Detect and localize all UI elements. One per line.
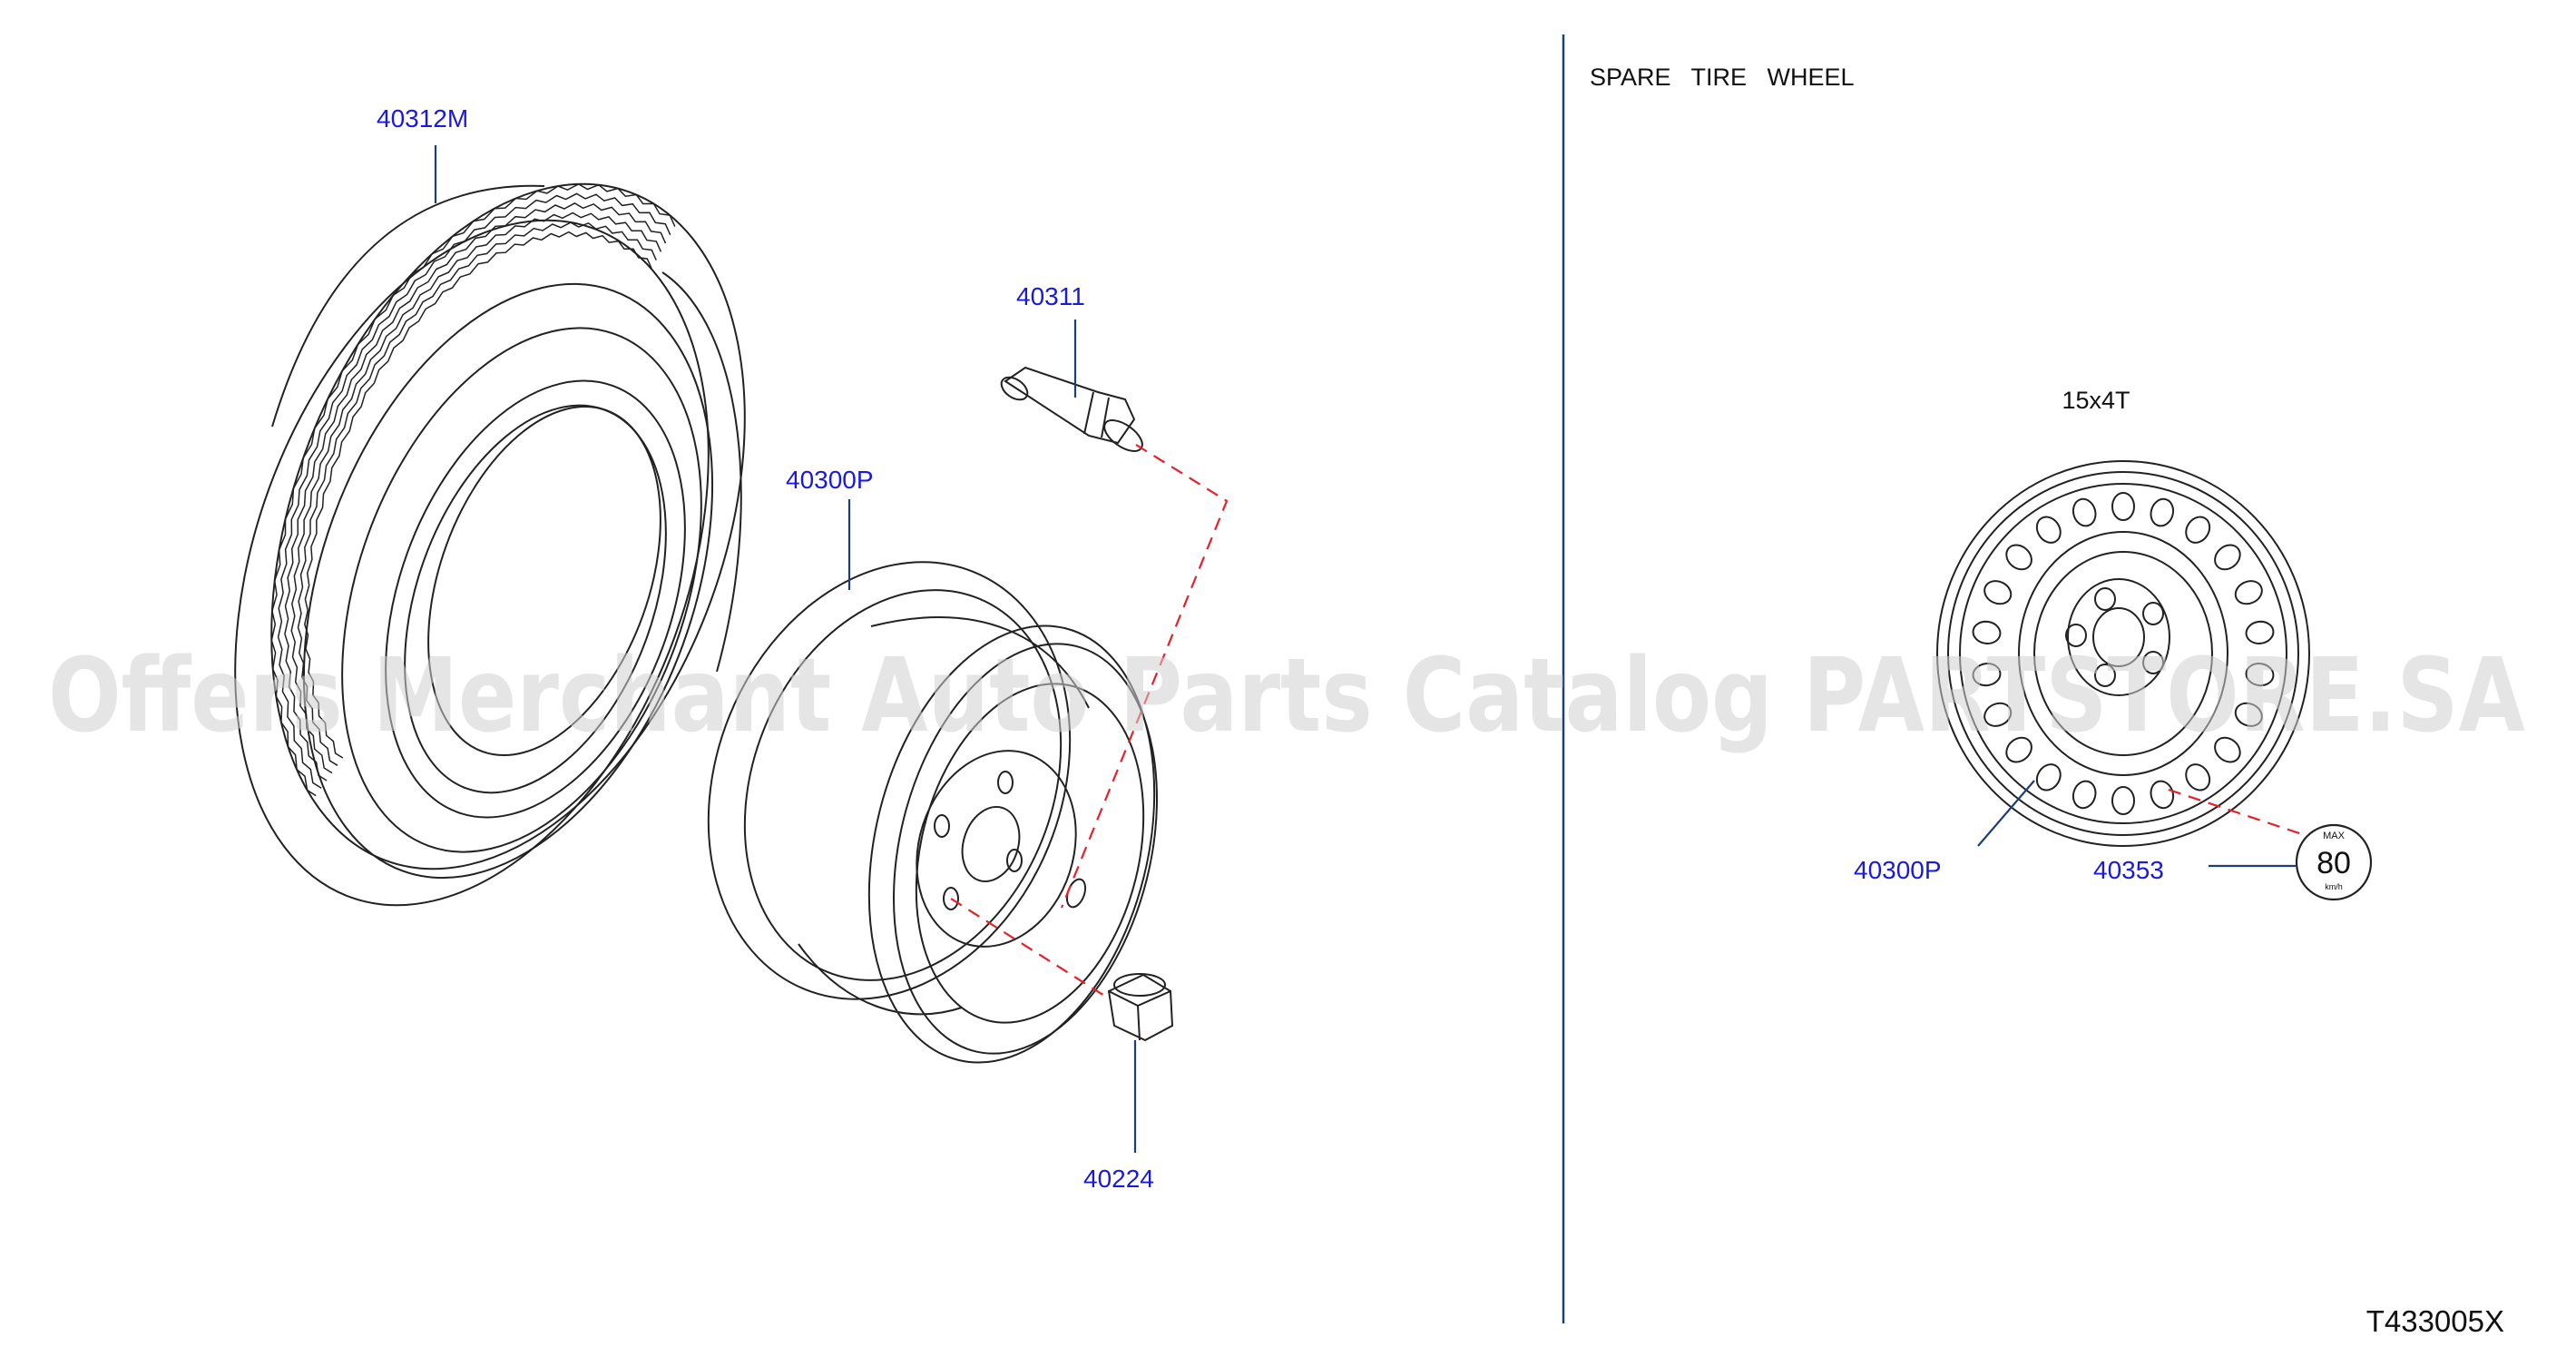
lug-hole xyxy=(2142,602,2164,625)
vent-hole xyxy=(2185,516,2211,544)
vent-hole xyxy=(2234,580,2263,605)
valve-stem-illustration xyxy=(1000,366,1143,452)
tread-zigzag-row xyxy=(290,211,662,774)
vent-hole xyxy=(2111,786,2135,815)
vent-hole xyxy=(2035,516,2062,544)
vent-hole xyxy=(2072,497,2097,527)
sticker-dashed-line xyxy=(2168,788,2306,837)
wheel-nut-illustration xyxy=(1107,973,1174,1042)
lug-hole xyxy=(2094,664,2116,687)
section-title: SPARE TIRE WHEEL xyxy=(1590,64,1855,91)
tread-zigzag-row xyxy=(284,202,667,782)
vent-hole xyxy=(2150,497,2175,527)
tread-zigzag-row xyxy=(297,221,657,766)
vent-hole xyxy=(1972,620,2002,644)
lug-hole xyxy=(2094,587,2116,611)
spare-lug-holes xyxy=(2065,587,2164,687)
vent-hole xyxy=(1983,702,2013,727)
vent-hole xyxy=(2005,544,2032,571)
lug-hole xyxy=(2065,624,2087,647)
vent-hole xyxy=(2245,663,2275,687)
callout-sticker[interactable]: 40353 xyxy=(2093,856,2164,884)
nut-dashed-line xyxy=(950,898,1110,999)
tread-zigzag-row xyxy=(304,231,652,759)
sticker-unit: km/h xyxy=(2325,882,2343,891)
vent-hole xyxy=(1983,580,2013,605)
tread-pattern xyxy=(270,182,676,797)
valve-dashed-line xyxy=(1060,444,1229,909)
vent-hole xyxy=(2185,763,2211,791)
callout-tire[interactable]: 40312M xyxy=(377,104,468,133)
callout-nut[interactable]: 40224 xyxy=(1083,1165,1154,1193)
vent-hole xyxy=(2214,736,2241,763)
vent-hole xyxy=(2035,763,2062,791)
vent-hole xyxy=(1972,663,2002,687)
spare-vent-holes xyxy=(1972,492,2275,815)
spare-wheel-illustration xyxy=(1936,460,2310,847)
callout-valve[interactable]: 40311 xyxy=(1016,282,1085,310)
vent-hole xyxy=(2111,492,2135,521)
vent-hole xyxy=(2234,702,2263,727)
lug-hole xyxy=(2142,651,2164,674)
vent-hole xyxy=(2072,780,2097,810)
tread-zigzag-row xyxy=(277,192,671,789)
sticker-max-label: MAX xyxy=(2323,831,2346,841)
watermark-text: Offers Merchant Auto Parts Catalog PARTS… xyxy=(48,637,2525,755)
vent-hole xyxy=(2214,544,2241,571)
tire-illustration xyxy=(234,182,746,907)
speed-limit-sticker: MAX 80 km/h xyxy=(2295,823,2373,901)
callout-spare-wheel[interactable]: 40300P xyxy=(1854,856,1942,884)
vent-hole xyxy=(2005,736,2032,763)
wheel-illustration xyxy=(707,561,1159,1064)
leader-spare-wheel xyxy=(1977,780,2035,847)
wheel-size-label: 15x4T xyxy=(2062,387,2130,414)
tread-zigzag-row xyxy=(270,182,676,797)
sticker-speed: 80 xyxy=(2316,846,2351,880)
drawing-code: T433005X xyxy=(2366,1304,2504,1338)
vent-hole xyxy=(2150,780,2175,810)
callout-wheel[interactable]: 40300P xyxy=(786,466,874,494)
vent-hole xyxy=(2245,620,2275,644)
